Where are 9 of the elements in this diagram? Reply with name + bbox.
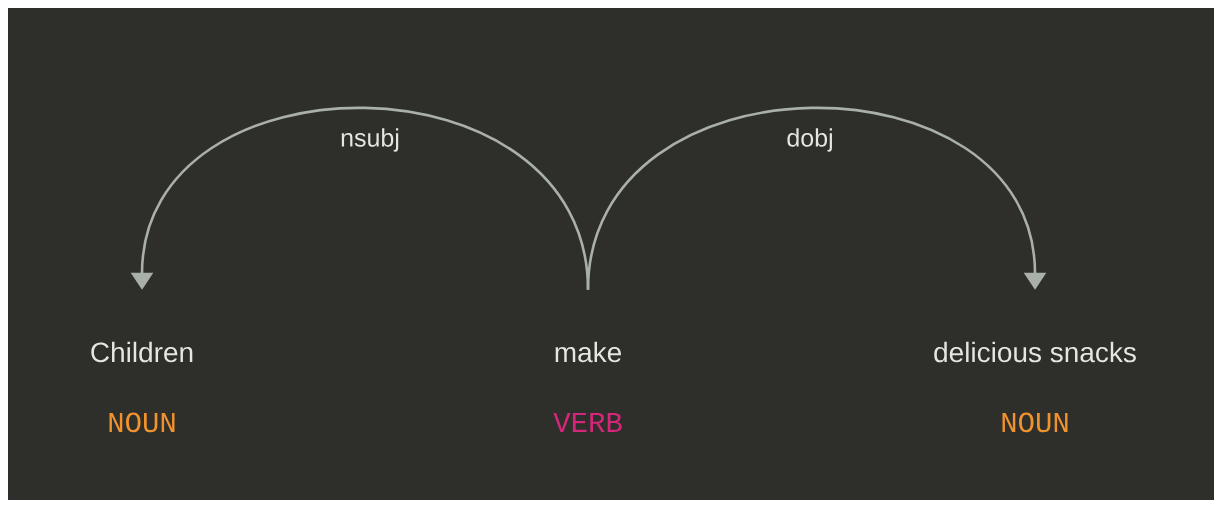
pos-tag: VERB: [553, 412, 622, 432]
arc-arrow: [586, 106, 1047, 290]
pos-tag: NOUN: [109, 412, 175, 433]
word: delicious snacks: [934, 341, 1136, 363]
word: Children: [91, 341, 193, 363]
pos-tag: NOUN: [1002, 412, 1068, 433]
edge-label: nsubj: [338, 126, 402, 154]
word: make: [555, 341, 621, 363]
edge-label: dobj: [784, 126, 836, 154]
